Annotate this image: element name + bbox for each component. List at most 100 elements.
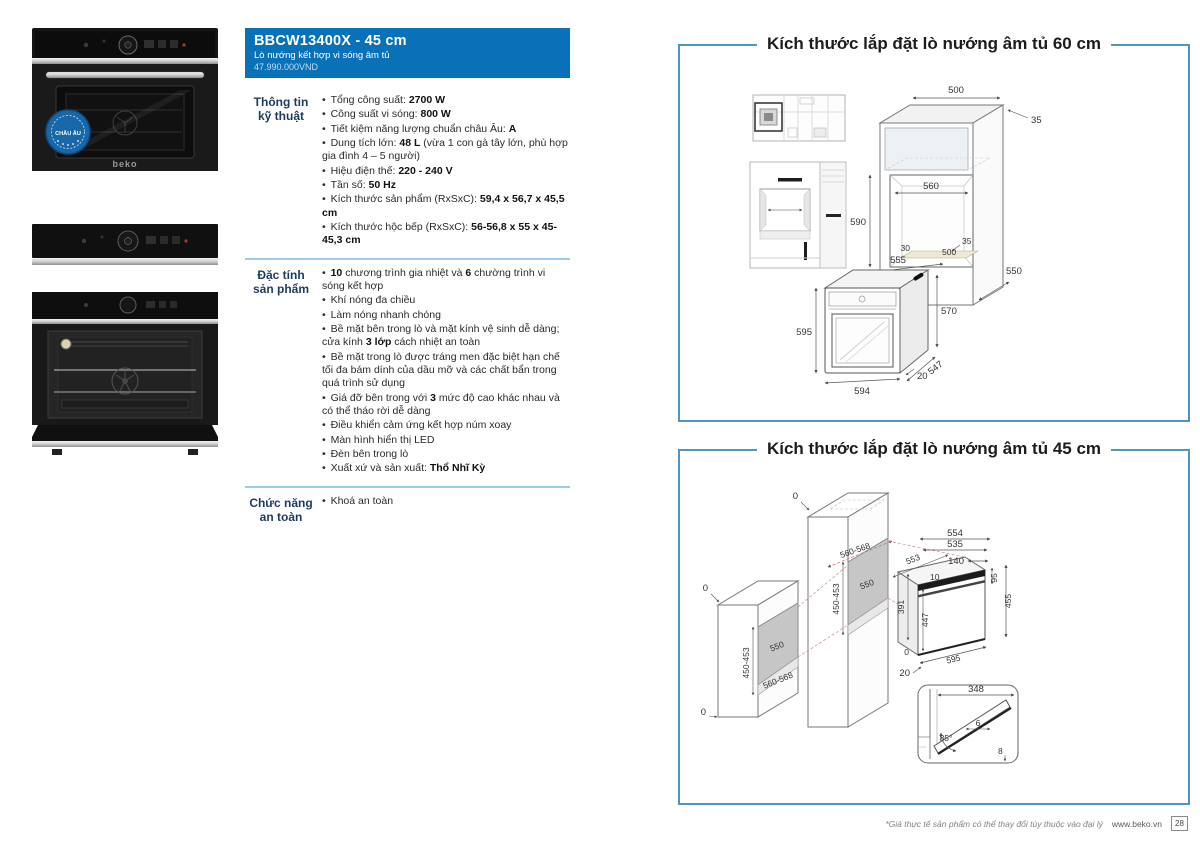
spec-bullet-list: • Tổng công suất: 2700 W • Công suất vi s…	[317, 94, 570, 249]
dim-tall-gap: 0	[793, 491, 798, 502]
bullet-dot-icon: •	[322, 178, 329, 191]
dim-oven-bottom-width: 594	[854, 386, 870, 397]
diagram-60-box: Kích thước lắp đặt lò nướng âm tủ 60 cm	[678, 34, 1190, 422]
oven-lamp	[60, 338, 72, 350]
dim-cab-top-edge: 35	[1031, 115, 1042, 126]
dim-oven-front-height: 447	[920, 613, 930, 627]
indicator-dot	[184, 239, 188, 243]
bullet-dot-icon: •	[322, 164, 329, 177]
display-segment	[159, 301, 166, 308]
badge-star	[77, 140, 79, 142]
beko-logo: beko	[112, 159, 137, 169]
bullet-dot-icon: •	[322, 391, 329, 404]
door-foot	[188, 449, 198, 455]
spec-bullet: • Tiết kiệm năng lượng chuẩn châu Âu: A	[322, 122, 517, 135]
spec-bullet: • Khoá an toàn	[322, 494, 394, 507]
dim-oven-top-depth: 553	[904, 552, 921, 567]
spec-bullet: • Kích thước sản phẩm (RxSxC): 59,4 x 56…	[322, 193, 565, 219]
projection-line	[887, 540, 965, 558]
diagram-45-title: Kích thước lắp đặt lò nướng âm tủ 45 cm	[756, 439, 1112, 459]
product-model: BBCW13400X - 45 cm	[254, 33, 407, 49]
knob-center	[124, 41, 132, 49]
base-cabinet-45: 550 560-568 450-453 0 0	[701, 580, 800, 719]
spec-bullet-list: • Khoá an toàn	[317, 495, 570, 525]
display-segment	[144, 40, 154, 48]
bullet-dot-icon: •	[322, 462, 329, 475]
product-subtitle: Lò nướng kết hợp vi sóng âm tủ	[254, 50, 390, 61]
bullet-dot-icon: •	[322, 433, 329, 446]
fan-blades	[115, 370, 135, 392]
badge-star	[62, 143, 64, 145]
dim-door-width: 348	[968, 684, 984, 695]
cabinet-front-view	[749, 161, 847, 269]
bullet-dot-icon: •	[322, 108, 329, 121]
projection-line	[797, 564, 849, 608]
spec-bullet: • Màn hình hiển thị LED	[322, 433, 435, 446]
dim-door-gap-bottom: 8	[998, 746, 1003, 756]
product-photo-control-panel	[32, 224, 218, 265]
fan-blades	[116, 116, 134, 133]
spec-bullet: • Khí nóng đa chiều	[322, 294, 416, 307]
bullet-dot-icon: •	[322, 350, 329, 363]
touch-dot-icon	[84, 303, 88, 307]
page-footer: *Giá thực tế sản phẩm có thể thay đổi tù…	[885, 816, 1188, 831]
fan-icon	[112, 110, 138, 136]
dim-oven-width-mid: 535	[947, 539, 963, 550]
spec-bullet: • Hiệu điện thế: 220 - 240 V	[322, 164, 453, 177]
bullet-dot-icon: •	[322, 220, 329, 233]
kitchen-plan-sketch	[752, 94, 846, 142]
dim-door-angle: 85°	[940, 733, 953, 743]
dim-niche-floor-depth: 500	[942, 247, 956, 257]
touch-dot-icon	[83, 42, 89, 48]
tray	[61, 399, 189, 409]
spec-bullet: • Tần số: 50 Hz	[322, 178, 396, 191]
diagram-45-drawing: 560-568 550 450-453 0 550 560-568 450-45…	[701, 491, 1019, 764]
door-foot	[52, 449, 62, 455]
dim-oven-overhang: 20	[899, 668, 910, 679]
dim-base-niche-height: 450-453	[741, 647, 751, 678]
dim-side-depth: 550	[1006, 266, 1022, 277]
badge-star	[57, 140, 59, 142]
dim-oven-width-small: 140	[948, 556, 964, 567]
open-door	[32, 425, 218, 441]
control-knob-icon	[119, 296, 137, 314]
display-segment	[158, 40, 166, 48]
dim-base-gap-top: 0	[703, 583, 708, 594]
dim-oven-panel-height: 95	[989, 573, 999, 583]
bullet-dot-icon: •	[322, 494, 329, 507]
spec-bullet: • Xuất xứ và sản xuất: Thổ Nhĩ Kỳ	[322, 462, 486, 475]
chrome-strip	[32, 58, 218, 64]
spec-bullet: • Giá đỡ bên trong với 3 mức độ cao khác…	[322, 391, 560, 417]
bullet-dot-icon: •	[322, 308, 329, 321]
badge-text: CHÂU ÂU	[55, 130, 81, 137]
bullet-dot-icon: •	[322, 122, 329, 135]
spec-bullet: • Làm nóng nhanh chóng	[322, 308, 441, 321]
dim-niche-platform: 35	[962, 236, 972, 246]
bullet-dot-icon: •	[322, 447, 329, 460]
spec-bullet: • Tổng công suất: 2700 W	[322, 94, 445, 106]
product-price: 47.990.000VND	[254, 62, 319, 72]
spec-bullet: • Công suất vi sóng: 800 W	[322, 108, 451, 121]
display-segment	[170, 301, 177, 308]
dim-oven-top-inset: 10	[930, 572, 940, 582]
door-handle	[45, 71, 205, 79]
display-segment	[146, 301, 155, 308]
dim-niche-floor-angle: 30	[901, 243, 911, 253]
knob-center	[124, 237, 132, 245]
dim-oven-body-height: 391	[896, 600, 906, 614]
touch-dot-icon	[100, 235, 104, 239]
dim-niche-height: 590	[850, 217, 866, 228]
spec-bullet: • Dung tích lớn: 48 L (vừa 1 con gà tây …	[322, 136, 568, 163]
energy-badge-chau-au: CHÂU ÂU	[45, 109, 91, 155]
product-photo-front: beko CHÂU ÂU	[32, 28, 218, 171]
door-edge-chrome	[32, 441, 218, 447]
badge-star	[72, 143, 74, 145]
spec-bullet: • Đèn bên trong lò	[322, 447, 409, 460]
